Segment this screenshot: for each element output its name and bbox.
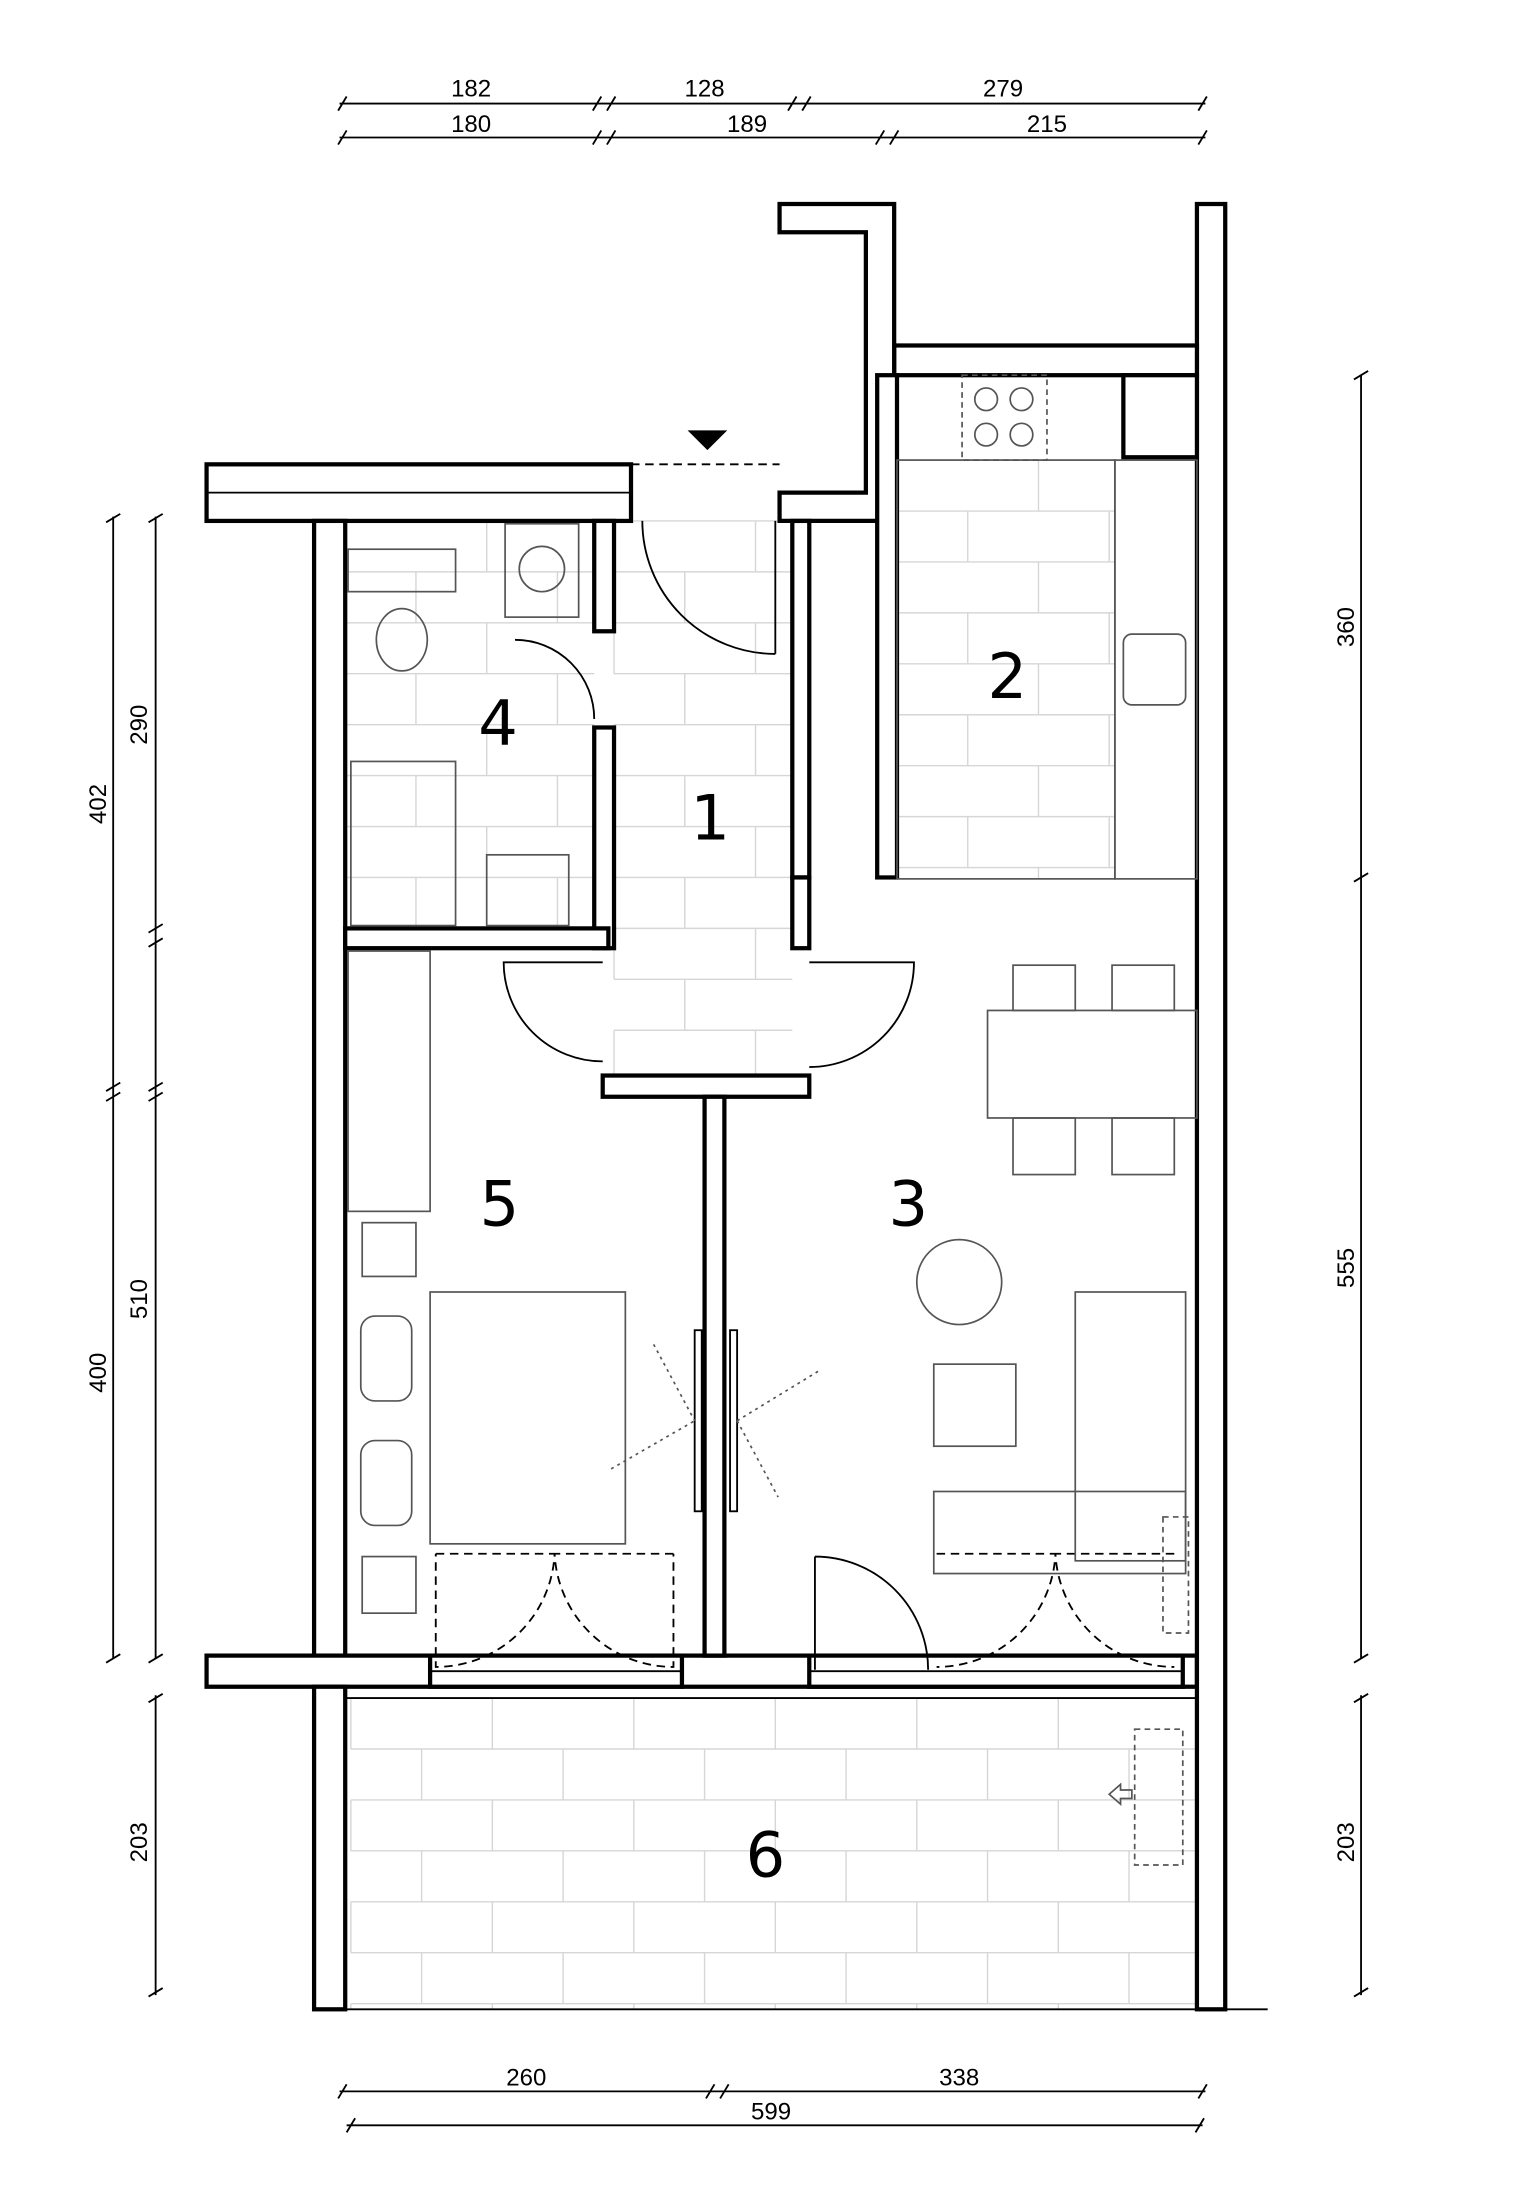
walls xyxy=(204,201,1268,2012)
dimension-tick xyxy=(105,1653,121,1664)
dim-left-510: 510 xyxy=(126,1279,153,1319)
dimension-tick xyxy=(889,129,900,146)
dim-bottom-338: 338 xyxy=(939,2065,979,2092)
room-label-6: 6 xyxy=(746,1818,786,1891)
dimension-tick xyxy=(345,2117,356,2133)
dim-left-203: 203 xyxy=(126,1822,153,1862)
dimension-tick xyxy=(1353,1693,1369,1704)
dim-bottom-599: 599 xyxy=(751,2099,791,2126)
dimension-tick xyxy=(1353,1653,1369,1664)
room-label-2: 2 xyxy=(988,640,1028,713)
dim-right-555: 555 xyxy=(1333,1248,1360,1288)
dimension-tick xyxy=(1353,370,1369,381)
dim-right-203: 203 xyxy=(1333,1822,1360,1862)
furniture xyxy=(347,373,1200,1866)
dimension-tick xyxy=(105,1091,121,1102)
dim-top-189: 189 xyxy=(727,111,767,138)
dimension-tick xyxy=(1197,96,1208,112)
dimension-tick xyxy=(148,923,164,934)
dimension-tick xyxy=(705,2083,716,2099)
room-label-5: 5 xyxy=(480,1168,520,1241)
dimension-tick xyxy=(1353,872,1369,883)
dimension-tick xyxy=(105,513,121,524)
room-label-4: 4 xyxy=(478,686,518,759)
dimension-tick xyxy=(148,1653,164,1664)
dim-top-279: 279 xyxy=(983,75,1023,102)
dimension-tick xyxy=(105,1081,121,1092)
dim-left-402: 402 xyxy=(85,784,112,824)
dim-top-128: 128 xyxy=(685,75,725,102)
dim-top-182: 182 xyxy=(451,75,491,102)
dim-right-360: 360 xyxy=(1333,607,1360,647)
dimension-tick xyxy=(592,129,603,146)
dimension-tick xyxy=(337,129,348,146)
dimension-tick xyxy=(337,96,348,112)
floor-tiles xyxy=(344,459,1197,2010)
room-labels: 1 2 3 4 5 6 xyxy=(478,640,1027,1892)
dimension-tick xyxy=(801,96,812,112)
dim-left-290: 290 xyxy=(126,705,153,745)
dimension-tick xyxy=(1353,1987,1369,1998)
dimension-tick xyxy=(1197,129,1208,146)
dimension-tick xyxy=(1197,2083,1208,2099)
entrance-arrow-icon xyxy=(687,430,728,451)
dimension-tick xyxy=(148,1091,164,1102)
dimension-tick xyxy=(787,96,798,112)
dimension-tick xyxy=(606,96,617,112)
dim-bottom-260: 260 xyxy=(506,2065,546,2092)
arrow-left-icon xyxy=(1107,1782,1133,1807)
room-label-1: 1 xyxy=(690,781,730,854)
dim-left-400: 400 xyxy=(85,1353,112,1393)
dimension-lines: 182 128 279 180 189 215 260 338 599 402 … xyxy=(85,75,1369,2133)
dimension-tick xyxy=(148,1693,164,1704)
dimension-tick xyxy=(874,129,886,146)
dimension-tick xyxy=(592,96,603,112)
dimension-tick xyxy=(719,2083,730,2099)
dim-top-215: 215 xyxy=(1027,111,1067,138)
dimension-tick xyxy=(148,937,164,948)
dim-top-180: 180 xyxy=(451,111,491,138)
dimension-tick xyxy=(606,129,617,146)
dimension-tick xyxy=(148,1987,164,1998)
dimension-tick xyxy=(337,2083,348,2099)
dimension-tick xyxy=(148,1081,164,1092)
dimension-tick xyxy=(148,513,164,524)
room-label-3: 3 xyxy=(889,1168,929,1241)
dimension-tick xyxy=(1194,2117,1205,2133)
